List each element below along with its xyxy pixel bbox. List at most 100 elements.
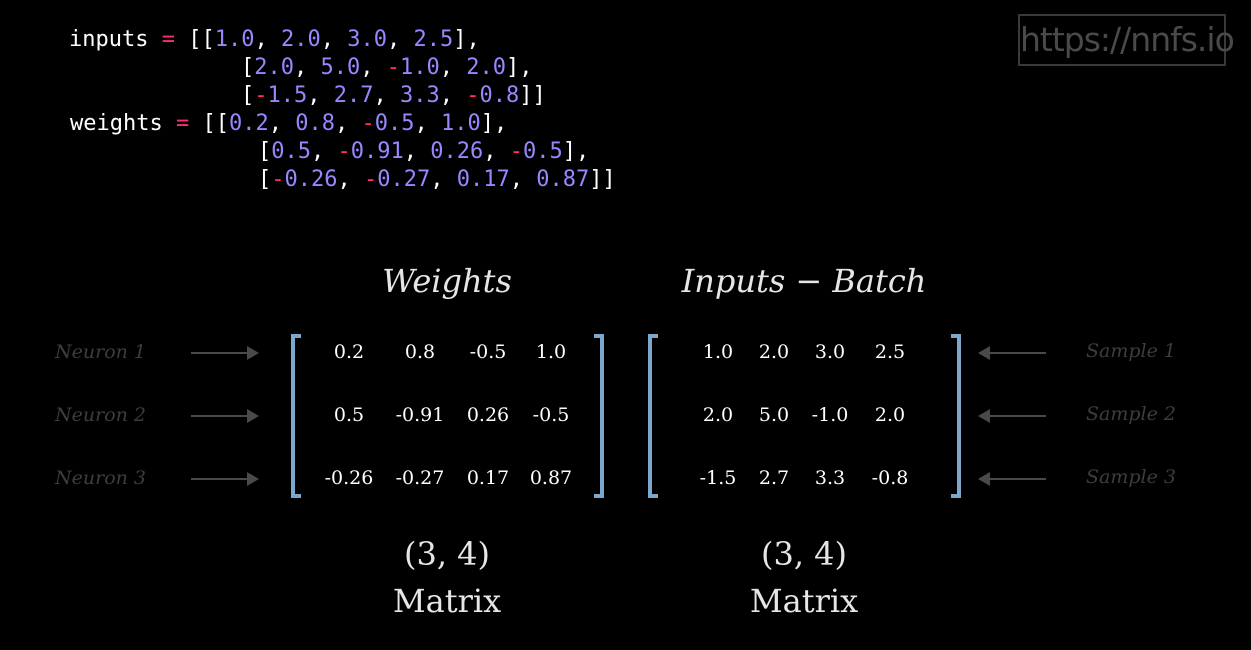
matrix-cell: 0.87 [529, 467, 573, 489]
matrix-cell: 2.0 [758, 341, 790, 363]
code-number: 2.0 [466, 55, 506, 80]
weights-title: Weights [382, 262, 512, 300]
minus-sign: - [254, 83, 268, 108]
code-line-inputs-1: inputs = [[1.0, 2.0, 3.0, 2.5], [69, 26, 480, 54]
neuron-label: Neuron 3 [55, 467, 146, 489]
comma: , [439, 55, 467, 80]
row-open: [ [215, 111, 229, 136]
code-number: 1.5 [267, 83, 308, 108]
code-number: 1.0 [214, 27, 255, 52]
arrow-left-icon [978, 346, 1046, 360]
matrix-cell: -0.8 [871, 467, 909, 489]
comma: , [294, 55, 321, 80]
comma: , [254, 27, 281, 52]
weights-bracket-left [291, 334, 301, 498]
minus-sign: - [363, 167, 378, 192]
matrix-cell: 5.0 [758, 404, 790, 426]
row-open: [ [202, 111, 216, 136]
sample-label: Sample 1 [1086, 340, 1176, 362]
row-close: ]] [589, 167, 616, 192]
assign-operator: = [175, 111, 190, 136]
matrix-cell: 1.0 [702, 341, 734, 363]
matrix-cell: -0.91 [395, 404, 445, 426]
row-close: ], [506, 55, 533, 80]
matrix-cell: -0.27 [395, 467, 445, 489]
matrix-cell: 0.17 [466, 467, 510, 489]
comma: , [403, 139, 431, 164]
minus-sign: - [337, 139, 351, 164]
code-number: 1.0 [440, 111, 481, 136]
comma: , [386, 27, 414, 52]
code-number: 0.2 [228, 111, 269, 136]
comma: , [337, 167, 364, 192]
row-open: [ [188, 27, 202, 52]
row-open: [ [241, 55, 255, 80]
minus-sign: - [361, 111, 375, 136]
row-open: [ [241, 83, 255, 108]
inputs-batch-title: Inputs − Batch [681, 262, 927, 300]
matrix-cell: -0.26 [324, 467, 374, 489]
code-line-weights-1: weights = [[0.2, 0.8, -0.5, 1.0], [70, 110, 507, 138]
comma: , [268, 111, 296, 136]
row-close: ], [480, 111, 508, 136]
comma: , [483, 139, 510, 164]
code-number: 0.17 [456, 167, 510, 192]
row-open: [ [258, 139, 272, 164]
weights-bracket-right [594, 334, 604, 498]
code-row: [1.0, 2.0, 3.0, 2.5], [201, 27, 479, 52]
matrix-cell: -0.5 [532, 404, 570, 426]
code-number: 0.87 [536, 167, 590, 192]
comma: , [311, 139, 338, 164]
row-open: [ [258, 167, 272, 192]
matrix-cell: 0.5 [333, 404, 365, 426]
code-number: 5.0 [320, 55, 361, 80]
code-number: 0.26 [430, 139, 484, 164]
matrix-cell: 3.3 [814, 467, 846, 489]
sample-label: Sample 3 [1086, 466, 1176, 488]
code-number: 1.0 [400, 55, 440, 80]
code-line-weights-3: [-0.26, -0.27, 0.17, 0.87]] [258, 166, 616, 194]
code-row: [0.5, -0.91, 0.26, -0.5], [258, 139, 589, 164]
code-number: 3.3 [400, 83, 440, 108]
comma: , [439, 83, 467, 108]
sample-label: Sample 2 [1086, 403, 1176, 425]
minus-sign: - [386, 55, 400, 80]
code-number: 2.0 [280, 27, 321, 52]
matrix-cell: -1.5 [699, 467, 737, 489]
matrix-cell: 3.0 [814, 341, 846, 363]
code-number: 0.8 [479, 83, 520, 108]
neuron-label: Neuron 1 [55, 341, 146, 363]
row-close: ], [453, 27, 480, 52]
matrix-cell: 0.2 [333, 341, 365, 363]
code-row: [0.2, 0.8, -0.5, 1.0], [216, 111, 508, 136]
code-row: [-1.5, 2.7, 3.3, -0.8]] [241, 83, 546, 108]
variable-weights: weights [70, 111, 163, 136]
code-row: [2.0, 5.0, -1.0, 2.0], [241, 55, 533, 80]
code-number: 2.0 [254, 55, 294, 80]
row-close: ]] [519, 83, 546, 108]
minus-sign: - [466, 83, 480, 108]
matrix-cell: -0.5 [469, 341, 507, 363]
inputs-bracket-right [951, 334, 961, 498]
code-number: 0.5 [522, 139, 563, 164]
code-row: [-0.26, -0.27, 0.17, 0.87]] [258, 167, 616, 192]
minus-sign: - [509, 139, 523, 164]
comma: , [360, 55, 387, 80]
code-line-inputs-2: [2.0, 5.0, -1.0, 2.0], [241, 54, 533, 82]
code-number: 2.5 [413, 27, 454, 52]
comma: , [509, 167, 537, 192]
arrow-left-icon [978, 409, 1046, 423]
code-number: 3.0 [347, 27, 387, 52]
minus-sign: - [271, 167, 285, 192]
assign-operator: = [161, 27, 175, 52]
matrix-cell: 2.0 [874, 404, 906, 426]
code-number: 0.5 [374, 111, 415, 136]
weights-kind: Matrix [392, 582, 502, 620]
comma: , [334, 111, 362, 136]
matrix-cell: 2.5 [874, 341, 906, 363]
code-number: 0.8 [295, 111, 335, 136]
code-number: 0.91 [350, 139, 404, 164]
code-number: 0.26 [284, 167, 338, 192]
watermark: https://nnfs.io [1018, 14, 1235, 66]
comma: , [307, 83, 334, 108]
